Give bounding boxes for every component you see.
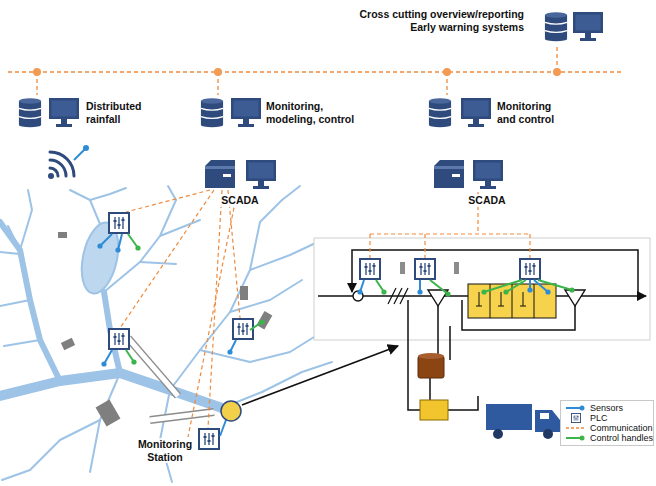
- legend: SensorsPLCCommunicationControl handles: [560, 400, 654, 446]
- legend-row: Sensors: [564, 403, 650, 413]
- legend-text: Control handles: [590, 433, 653, 443]
- legend-row: Communication: [564, 423, 650, 433]
- node-text: Cross cutting overview/reporting Early w…: [346, 8, 524, 33]
- legend-row: PLC: [564, 413, 650, 423]
- legend-swatch: [564, 433, 588, 443]
- legend-row: Control handles: [564, 433, 650, 443]
- legend-text: Communication: [590, 423, 653, 433]
- legend-text: PLC: [590, 413, 608, 423]
- station-label: Monitoring Station: [134, 438, 196, 463]
- node-text: Monitoring Station: [134, 438, 196, 463]
- legend-swatch: [564, 413, 588, 423]
- node-text: SCADA: [463, 194, 511, 207]
- system-label: Cross cutting overview/reporting Early w…: [346, 8, 524, 33]
- scada-label: SCADA: [216, 194, 264, 207]
- system-label: Distributed rainfall: [86, 100, 148, 125]
- node-text: Distributed rainfall: [86, 100, 148, 125]
- legend-text: Sensors: [590, 403, 623, 413]
- node-text: Monitoring and control: [497, 100, 567, 125]
- node-text: Monitoring, modeling, control: [266, 100, 361, 125]
- scada-label: SCADA: [463, 194, 511, 207]
- system-label: Monitoring and control: [497, 100, 567, 125]
- legend-swatch: [564, 423, 588, 433]
- communication-line: [188, 208, 234, 437]
- system-label: Monitoring, modeling, control: [266, 100, 361, 125]
- node-text: SCADA: [216, 194, 264, 207]
- legend-swatch: [564, 403, 588, 413]
